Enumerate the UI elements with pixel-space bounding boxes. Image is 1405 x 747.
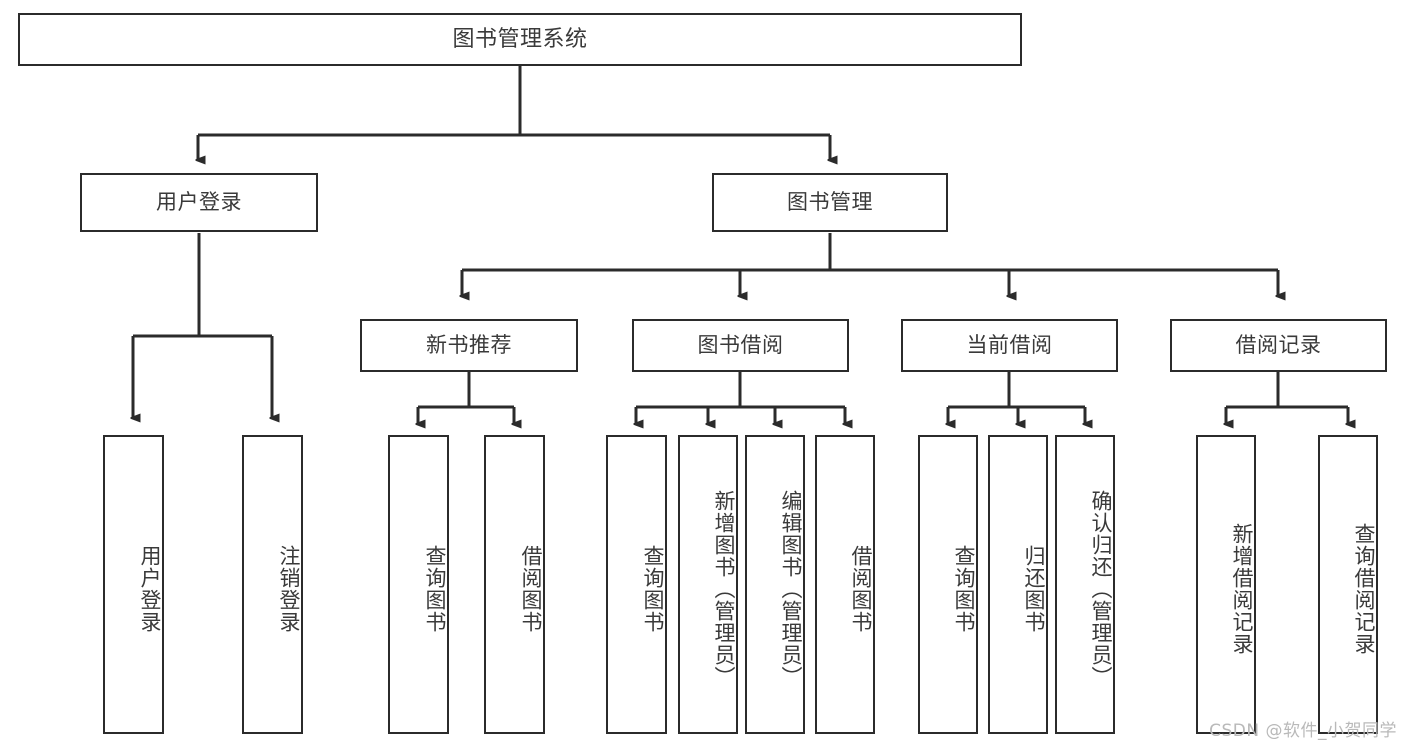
node-user-login[interactable]: 用户登录 — [80, 173, 318, 232]
leaf-current-borrow-return[interactable]: 归还图书 — [988, 435, 1048, 734]
node-root-label: 图书管理系统 — [452, 26, 588, 52]
node-borrow-record-label: 借阅记录 — [1235, 333, 1322, 358]
leaf-label: 查询借阅记录 — [1352, 522, 1376, 655]
node-current-borrow[interactable]: 当前借阅 — [901, 319, 1118, 372]
node-book-management[interactable]: 图书管理 — [712, 173, 948, 232]
node-book-borrow[interactable]: 图书借阅 — [632, 319, 849, 372]
leaf-label: 借阅图书 — [519, 544, 543, 633]
leaf-book-borrow-add[interactable]: 新增图书（管理员） — [678, 435, 738, 734]
leaf-current-borrow-confirm-return[interactable]: 确认归还（管理员） — [1055, 435, 1115, 734]
leaf-current-borrow-query[interactable]: 查询图书 — [918, 435, 978, 734]
node-book-management-label: 图书管理 — [787, 190, 873, 215]
leaf-label: 用户登录 — [138, 544, 162, 633]
leaf-label: 新增图书（管理员） — [712, 489, 736, 688]
leaf-label: 确认归还（管理员） — [1089, 489, 1113, 688]
leaf-label: 查询图书 — [423, 544, 447, 633]
leaf-label: 归还图书 — [1022, 544, 1046, 633]
leaf-user-login-logout[interactable]: 注销登录 — [242, 435, 303, 734]
leaf-book-borrow-borrow[interactable]: 借阅图书 — [815, 435, 875, 734]
leaf-label: 查询图书 — [952, 544, 976, 633]
leaf-label: 查询图书 — [641, 544, 665, 633]
leaf-borrow-record-query[interactable]: 查询借阅记录 — [1318, 435, 1378, 734]
leaf-label: 编辑图书（管理员） — [779, 489, 803, 688]
node-new-book-recommend[interactable]: 新书推荐 — [360, 319, 578, 372]
node-root-system[interactable]: 图书管理系统 — [18, 13, 1022, 66]
node-borrow-record[interactable]: 借阅记录 — [1170, 319, 1387, 372]
csdn-watermark: CSDN @软件_小贺同学 — [1209, 721, 1397, 741]
node-user-login-label: 用户登录 — [156, 190, 242, 215]
node-current-borrow-label: 当前借阅 — [966, 333, 1053, 358]
node-book-borrow-label: 图书借阅 — [697, 333, 784, 358]
leaf-book-borrow-edit[interactable]: 编辑图书（管理员） — [745, 435, 805, 734]
leaf-user-login-login[interactable]: 用户登录 — [103, 435, 164, 734]
node-new-book-recommend-label: 新书推荐 — [426, 333, 512, 358]
leaf-label: 新增借阅记录 — [1230, 522, 1254, 655]
leaf-label: 借阅图书 — [849, 544, 873, 633]
leaf-new-book-query[interactable]: 查询图书 — [388, 435, 449, 734]
leaf-book-borrow-query[interactable]: 查询图书 — [606, 435, 667, 734]
leaf-new-book-borrow[interactable]: 借阅图书 — [484, 435, 545, 734]
leaf-borrow-record-add[interactable]: 新增借阅记录 — [1196, 435, 1256, 734]
leaf-label: 注销登录 — [277, 544, 301, 633]
